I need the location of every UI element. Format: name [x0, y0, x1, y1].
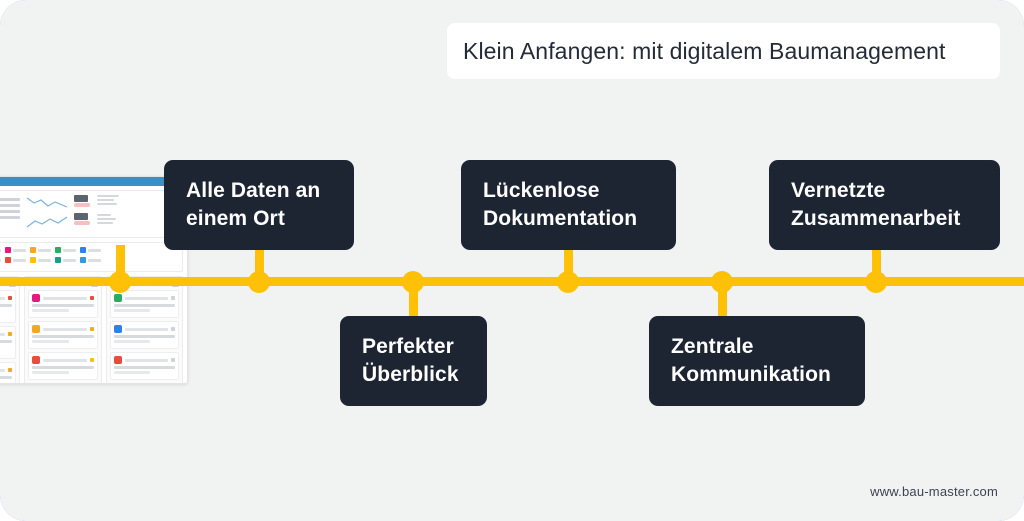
- milestone-card-alle-daten-an-einem-ort[interactable]: Alle Daten an einem Ort: [164, 160, 354, 250]
- filter-chip[interactable]: [30, 247, 51, 253]
- filter-chip[interactable]: [30, 257, 51, 263]
- milestone-card-label: Lückenlose Dokumentation: [483, 179, 638, 230]
- filter-row: [0, 257, 178, 263]
- legend-item: [0, 215, 20, 219]
- timeline-dot[interactable]: [711, 271, 733, 293]
- task-column: [105, 276, 183, 384]
- filter-chip[interactable]: [0, 247, 1, 253]
- kpi-caption-group: [97, 195, 119, 224]
- milestone-card-label: Zentrale Kommunikation: [671, 335, 831, 386]
- filter-chip[interactable]: [5, 257, 26, 263]
- timeline-dot[interactable]: [248, 271, 270, 293]
- kpi-group: [74, 195, 90, 225]
- filter-chip[interactable]: [55, 257, 76, 263]
- milestone-card-perfekter-ueberblick[interactable]: Perfekter Überblick: [340, 316, 487, 406]
- legend-item: [0, 209, 20, 213]
- task-card[interactable]: [110, 383, 179, 384]
- sparkline-chart-icon: [27, 216, 67, 228]
- timeline-connector: [409, 281, 418, 317]
- sparkline-group: [27, 195, 67, 230]
- donut-legend: [0, 195, 20, 219]
- milestone-card-label: Vernetzte Zusammenarbeit: [791, 179, 961, 230]
- timeline-dot[interactable]: [402, 271, 424, 293]
- filter-chip[interactable]: [55, 247, 76, 253]
- milestone-card-label: Alle Daten an einem Ort: [186, 179, 321, 230]
- task-card[interactable]: [28, 321, 98, 349]
- task-card[interactable]: [28, 290, 98, 318]
- kpi-item: [74, 195, 90, 207]
- dashboard-filter-panel: [0, 242, 183, 272]
- task-card[interactable]: [109, 290, 179, 318]
- filter-chip[interactable]: [80, 247, 101, 253]
- timeline-dot[interactable]: [109, 271, 131, 293]
- legend-item: [0, 203, 20, 207]
- legend-item: [0, 197, 20, 201]
- kpi-item: [74, 213, 90, 225]
- dashboard-task-columns: [0, 276, 183, 384]
- dashboard-summary-panel: [0, 190, 183, 238]
- task-card[interactable]: [28, 352, 98, 380]
- timeline-dot[interactable]: [865, 271, 887, 293]
- milestone-card-zentrale-kommunikation[interactable]: Zentrale Kommunikation: [649, 316, 865, 406]
- timeline-connector: [872, 245, 881, 281]
- sparkline-chart-icon: [27, 197, 67, 208]
- filter-chip[interactable]: [80, 257, 101, 263]
- timeline-connector: [564, 245, 573, 281]
- timeline-connector: [255, 245, 264, 281]
- task-card[interactable]: [109, 321, 179, 349]
- timeline-axis: [0, 277, 1024, 286]
- task-column-header: [28, 383, 97, 384]
- milestone-card-vernetzte-zusammenarbeit[interactable]: Vernetzte Zusammenarbeit: [769, 160, 1000, 250]
- slide-title-box: Klein Anfangen: mit digitalem Baumanagem…: [447, 23, 1000, 79]
- milestone-card-lueckenlose-dokumentation[interactable]: Lückenlose Dokumentation: [461, 160, 676, 250]
- dashboard-topbar: [0, 177, 187, 186]
- task-card[interactable]: [0, 290, 17, 323]
- footer-website-url[interactable]: www.bau-master.com: [870, 484, 998, 499]
- timeline-connector: [718, 281, 727, 317]
- task-card[interactable]: [0, 362, 17, 383]
- task-column: [0, 276, 21, 383]
- filter-row: [0, 247, 178, 253]
- timeline-dot[interactable]: [557, 271, 579, 293]
- filter-chip[interactable]: [0, 257, 1, 263]
- milestone-card-label: Perfekter Überblick: [362, 335, 459, 386]
- task-card[interactable]: [109, 352, 179, 380]
- dashboard-body: [0, 186, 187, 384]
- filter-chip[interactable]: [5, 247, 26, 253]
- dashboard-preview-image: [0, 176, 188, 384]
- task-column: [24, 276, 102, 384]
- timeline-connector: [116, 245, 125, 281]
- page-title: Klein Anfangen: mit digitalem Baumanagem…: [463, 37, 946, 64]
- task-card[interactable]: [0, 326, 17, 359]
